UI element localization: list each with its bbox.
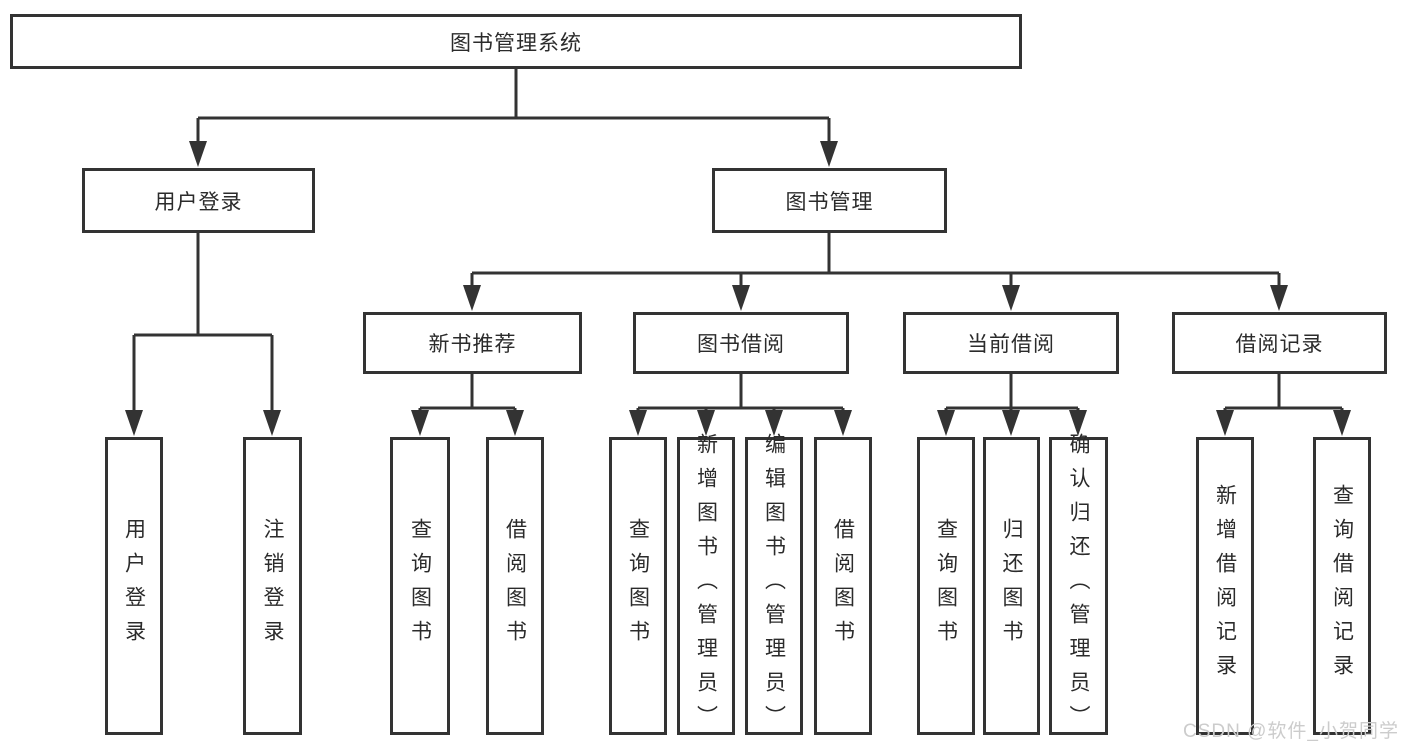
node-leaf-borrow-books-recommend: 借阅图书 — [486, 437, 544, 735]
arrow-down-icon — [263, 410, 281, 436]
arrow-down-icon — [1333, 410, 1351, 436]
node-leaf-query-books-borrow: 查询图书 — [609, 437, 667, 735]
node-label: 新增借阅记录 — [1213, 484, 1237, 688]
node-library-management-system: 图书管理系统 — [10, 14, 1022, 69]
node-current-borrowing: 当前借阅 — [903, 312, 1119, 374]
node-leaf-add-borrow-record: 新增借阅记录 — [1196, 437, 1254, 735]
node-label: 查询图书 — [626, 518, 650, 654]
node-label: 确认归还（管理员） — [1067, 433, 1090, 739]
arrow-down-icon — [1216, 410, 1234, 436]
node-label: 归还图书 — [1000, 518, 1023, 654]
node-leaf-confirm-return-admin: 确认归还（管理员） — [1049, 433, 1108, 739]
node-label: 图书管理 — [785, 190, 874, 214]
csdn-watermark: CSDN @软件_小贺同学 — [1183, 721, 1399, 742]
node-label: 新书推荐 — [428, 333, 517, 356]
node-leaf-user-login: 用户登录 — [105, 437, 163, 735]
arrow-down-icon — [189, 141, 207, 167]
arrow-down-icon — [463, 285, 481, 311]
arrow-down-icon — [1002, 285, 1020, 311]
arrow-down-icon — [765, 410, 783, 436]
node-label: 图书管理系统 — [450, 31, 582, 55]
arrow-down-icon — [506, 410, 524, 436]
node-leaf-add-book-admin: 新增图书（管理员） — [677, 433, 735, 739]
arrow-down-icon — [834, 410, 852, 436]
node-label: 借阅图书 — [503, 518, 527, 654]
node-label: 借阅记录 — [1235, 333, 1324, 356]
node-leaf-logout: 注销登录 — [243, 437, 302, 735]
node-borrowing-records: 借阅记录 — [1172, 312, 1387, 374]
node-leaf-query-books-current: 查询图书 — [917, 437, 975, 735]
arrow-down-icon — [697, 410, 715, 436]
node-label: 注销登录 — [261, 518, 284, 654]
arrow-down-icon — [1069, 410, 1087, 436]
node-label: 新增图书（管理员） — [694, 433, 718, 739]
node-new-book-recommendation: 新书推荐 — [363, 312, 582, 374]
arrow-down-icon — [125, 410, 143, 436]
node-leaf-query-books-recommend: 查询图书 — [390, 437, 450, 735]
node-leaf-return-book: 归还图书 — [983, 437, 1040, 735]
node-leaf-borrow-books: 借阅图书 — [814, 437, 872, 735]
arrow-down-icon — [1002, 410, 1020, 436]
node-label: 用户登录 — [154, 190, 243, 214]
node-label: 用户登录 — [122, 518, 146, 654]
node-user-login: 用户登录 — [82, 168, 315, 233]
arrow-down-icon — [629, 410, 647, 436]
node-label: 图书借阅 — [697, 333, 785, 356]
node-leaf-query-borrow-record: 查询借阅记录 — [1313, 437, 1371, 735]
node-label: 当前借阅 — [967, 333, 1055, 356]
arrow-down-icon — [937, 410, 955, 436]
node-book-borrowing: 图书借阅 — [633, 312, 849, 374]
node-book-management: 图书管理 — [712, 168, 947, 233]
node-label: 查询借阅记录 — [1330, 484, 1354, 688]
node-leaf-edit-book-admin: 编辑图书（管理员） — [745, 433, 803, 739]
arrow-down-icon — [732, 285, 750, 311]
arrow-down-icon — [411, 410, 429, 436]
node-label: 查询图书 — [934, 518, 958, 654]
arrow-down-icon — [820, 141, 838, 167]
node-label: 查询图书 — [408, 518, 432, 654]
node-label: 借阅图书 — [831, 518, 855, 654]
arrow-down-icon — [1270, 285, 1288, 311]
arrowhead-icons — [125, 141, 1351, 436]
node-label: 编辑图书（管理员） — [762, 433, 786, 739]
